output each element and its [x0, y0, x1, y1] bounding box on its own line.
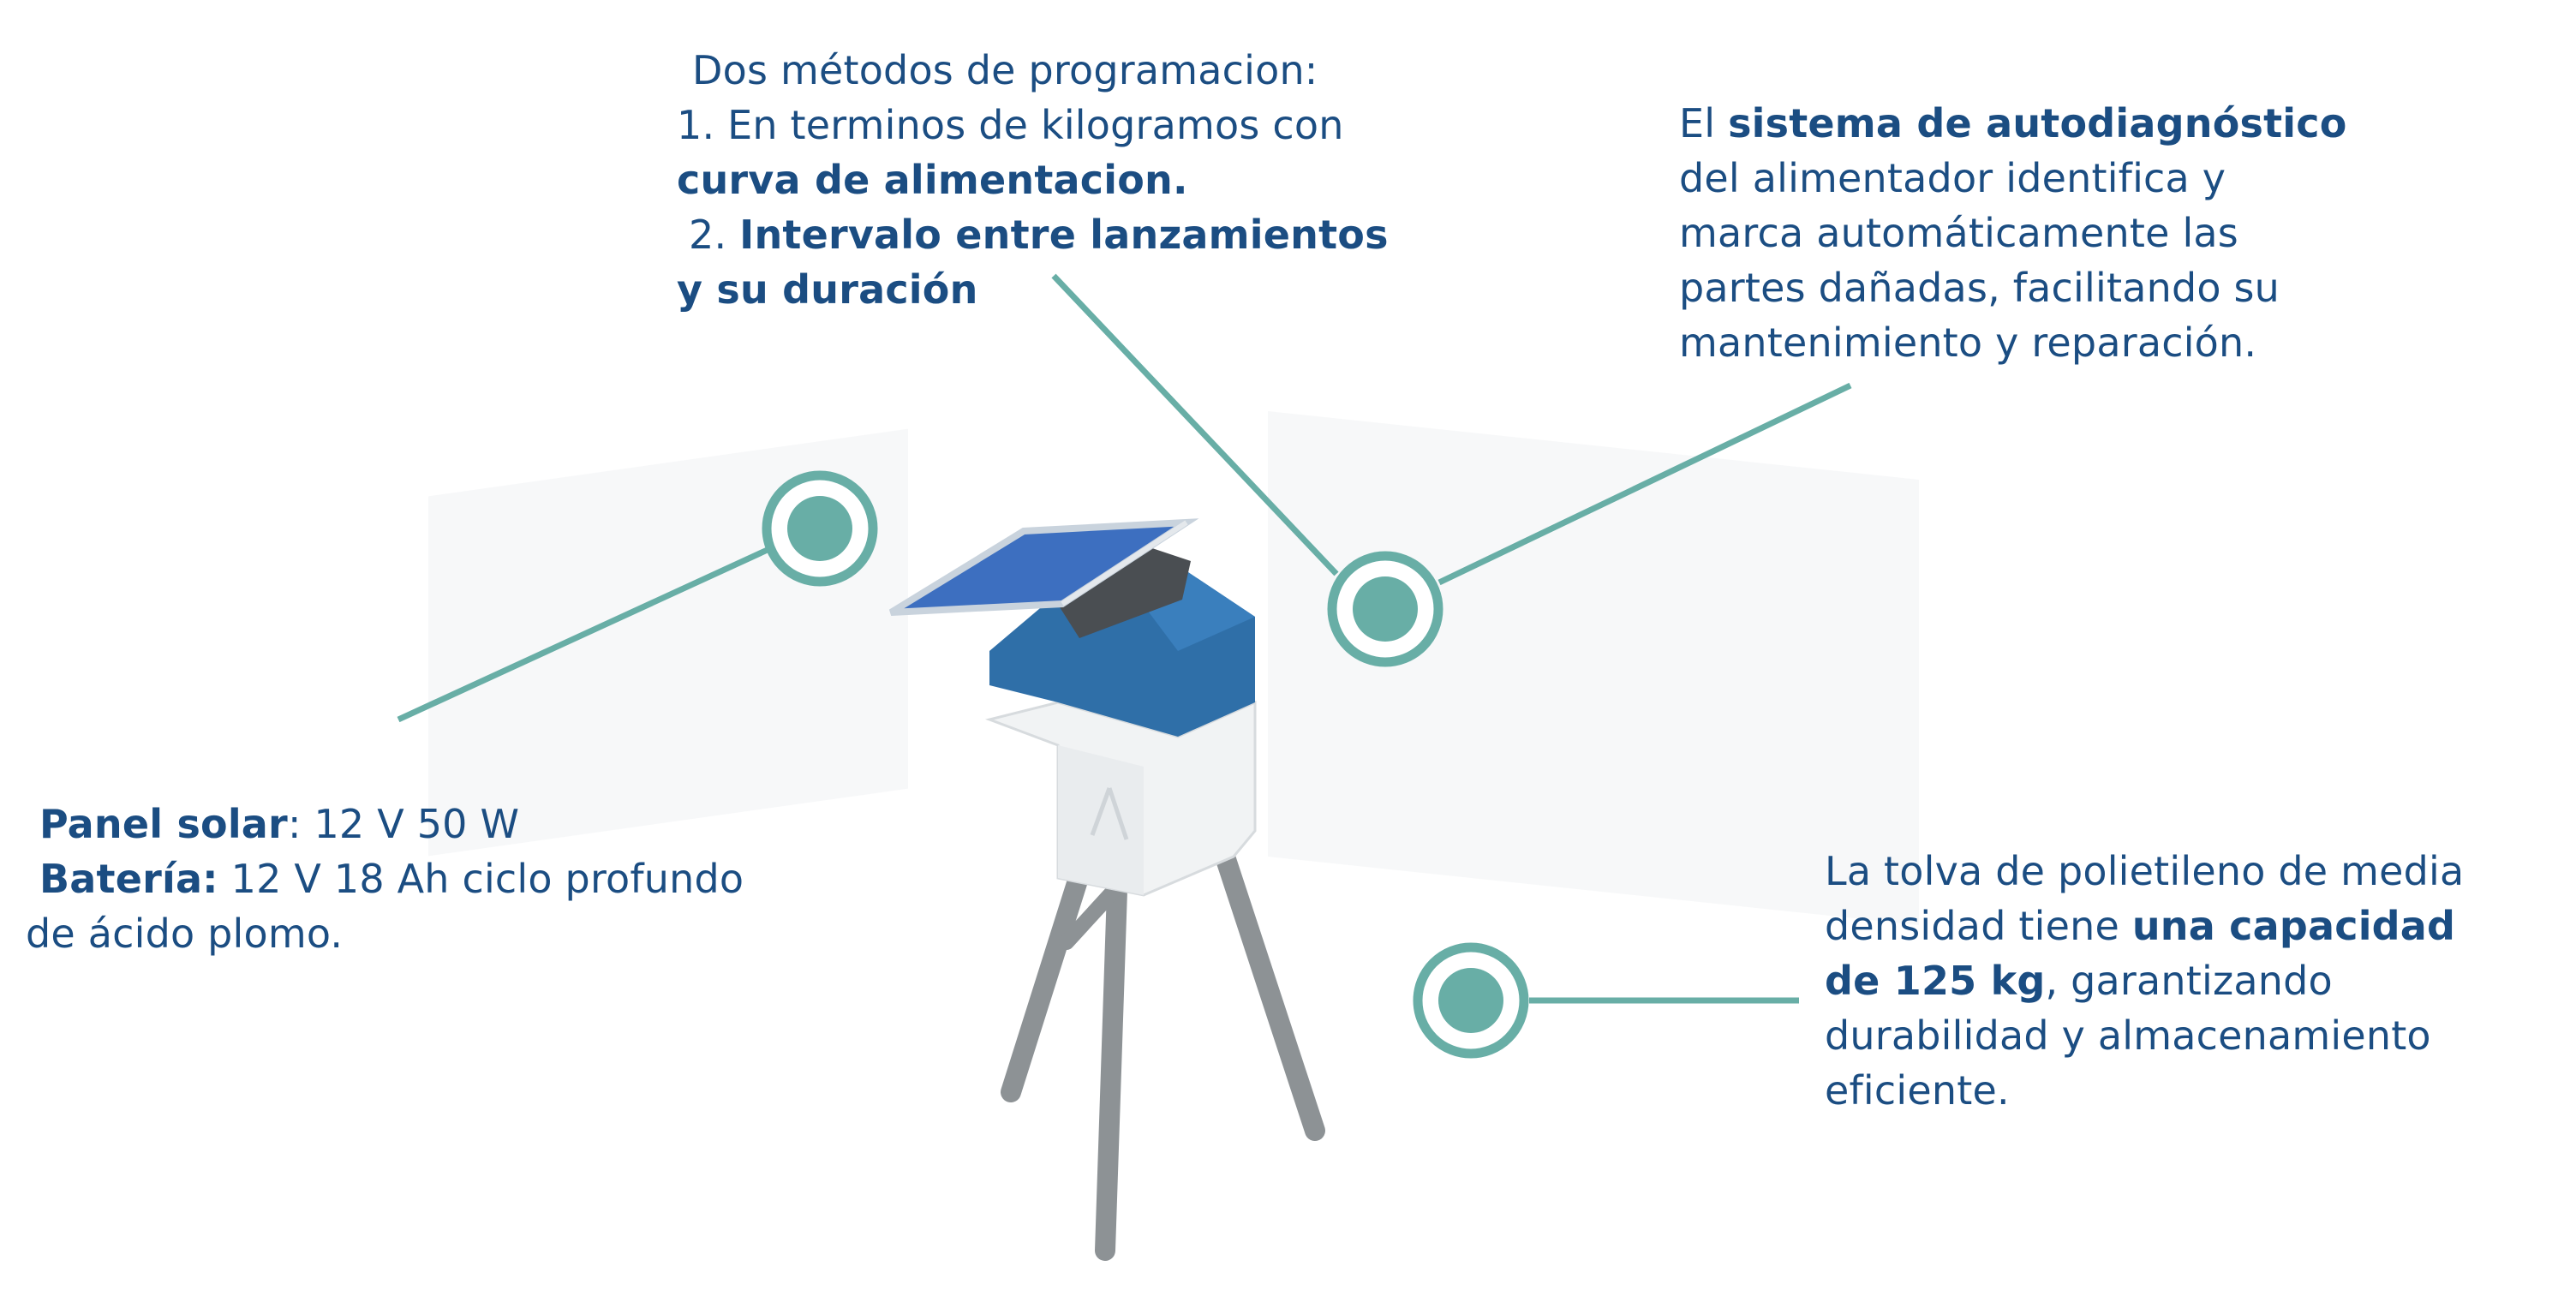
hopper-line-3: de 125 kg, garantizando	[1825, 953, 2464, 1008]
feeder-leg-center	[1095, 855, 1128, 1261]
programming-item-2-prefix: 2.	[689, 212, 740, 258]
feeder-logo-mark	[1090, 787, 1129, 840]
callout-programming: Dos métodos de programacion: 1. En termi…	[677, 43, 1389, 317]
diagnostic-line-4: partes dañadas, facilitando su	[1679, 265, 2280, 311]
target-circle-icon	[1353, 576, 1418, 642]
power-panel-label: Panel solar	[39, 801, 288, 847]
programming-item-2-continued: y su duración	[677, 262, 1389, 317]
hotspot-power[interactable]	[762, 470, 878, 587]
solar-panel-edge	[1061, 520, 1188, 606]
programming-item-1-bold: curva de alimentacion.	[677, 157, 1188, 203]
hopper-line-5: eficiente.	[1825, 1067, 2010, 1114]
programming-item-1-bold-line: curva de alimentacion.	[677, 152, 1389, 207]
power-panel-line: Panel solar: 12 V 50 W	[26, 797, 744, 851]
hotspot-diagnostic[interactable]	[1327, 551, 1443, 667]
power-battery-line-2: de ácido plomo.	[26, 911, 344, 957]
power-battery-line: Batería: 12 V 18 Ah ciclo profundo	[26, 851, 744, 906]
hopper-line-2-bold: una capacidad	[2131, 903, 2456, 949]
power-battery-label: Batería:	[39, 856, 218, 902]
callout-power: Panel solar: 12 V 50 W Batería: 12 V 18 …	[26, 797, 744, 961]
connector-line-programming	[1051, 273, 1339, 576]
power-battery-value: 12 V 18 Ah ciclo profundo	[218, 856, 744, 902]
connector-line-diagnostic	[1437, 382, 1852, 586]
programming-item-2-bold-b: y su duración	[677, 266, 978, 313]
feeder-illustration	[888, 518, 1325, 1261]
programming-item-1-text: 1. En terminos de kilogramos con	[677, 102, 1344, 148]
diagnostic-line-3: marca automáticamente las	[1679, 210, 2238, 256]
diagnostic-line-5: mantenimiento y reparación.	[1679, 320, 2257, 366]
feeder-leg-left	[1001, 838, 1098, 1102]
diagnostic-bold: sistema de autodiagnóstico	[1728, 100, 2347, 146]
hopper-line-3-suffix: , garantizando	[2045, 958, 2333, 1004]
feeder-hopper-front-face	[1058, 745, 1144, 895]
connector-line-power	[397, 545, 773, 723]
hopper-line-2: densidad tiene una capacidad	[1825, 899, 2464, 953]
hotspot-hopper[interactable]	[1413, 942, 1529, 1059]
feeder-leg-right	[1210, 833, 1325, 1141]
diagnostic-prefix: El	[1679, 100, 1729, 146]
feeder-leg-rear	[1059, 883, 1121, 950]
programming-item-1: 1. En terminos de kilogramos con	[677, 98, 1389, 152]
diagnostic-line-2: del alimentador identifica y	[1679, 155, 2226, 201]
hopper-line-3-bold: de 125 kg	[1825, 958, 2046, 1004]
hopper-line-2-prefix: densidad tiene	[1825, 903, 2132, 949]
target-circle-icon	[787, 496, 852, 561]
target-circle-icon	[1438, 968, 1503, 1033]
power-panel-value: : 12 V 50 W	[287, 801, 520, 847]
hopper-line-4: durabilidad y almacenamiento	[1825, 1012, 2431, 1059]
callout-hopper: La tolva de polietileno de media densida…	[1825, 844, 2464, 1118]
diagnostic-line-1: El sistema de autodiagnóstico	[1679, 96, 2347, 151]
programming-item-2: 2. Intervalo entre lanzamientos	[677, 207, 1389, 262]
controller-box	[1049, 548, 1191, 638]
hopper-line-1: La tolva de polietileno de media	[1825, 848, 2465, 894]
callout-diagnostic: El sistema de autodiagnóstico del alimen…	[1679, 96, 2347, 370]
programming-heading: Dos métodos de programacion:	[692, 47, 1318, 93]
programming-item-2-bold-a: Intervalo entre lanzamientos	[739, 212, 1389, 258]
